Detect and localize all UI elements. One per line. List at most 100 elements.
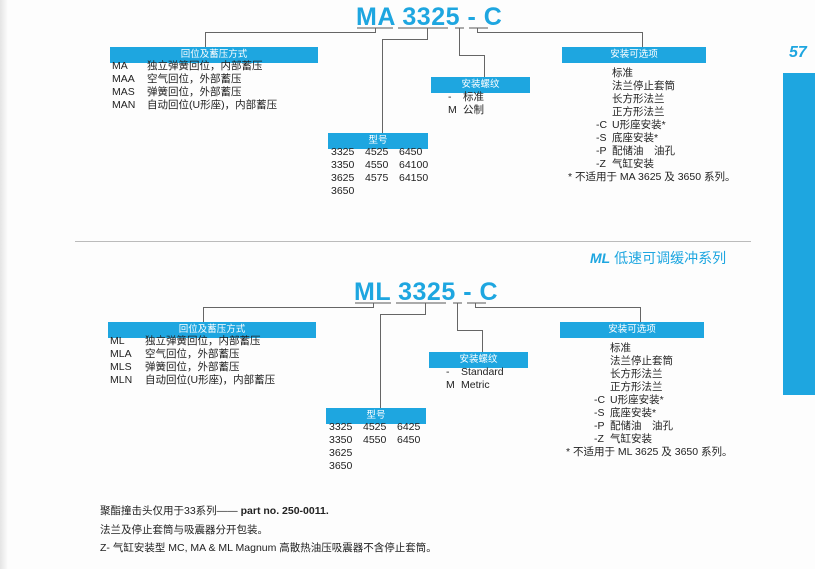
- page-number: 57: [789, 44, 807, 61]
- model-number: 6425: [397, 421, 421, 433]
- model-number: 4525: [363, 421, 387, 433]
- connector-line: [205, 32, 376, 33]
- ml-series-header: ML 低速可调缓冲系列: [590, 248, 726, 268]
- model-number: 4525: [365, 146, 389, 158]
- model-code-title: MA 3325 - C: [356, 3, 502, 32]
- connector-line: [475, 307, 641, 308]
- options-footnote: * 不适用于 ML 3625 及 3650 系列。: [566, 446, 733, 458]
- connector-line: [640, 307, 641, 322]
- connector-line: [482, 330, 483, 352]
- connector-line: [373, 303, 374, 308]
- return-type-header: 回位及蓄压方式: [108, 322, 316, 338]
- ml-series-code: ML: [590, 250, 611, 266]
- option-code: -Z: [594, 433, 604, 445]
- option-desc: 正方形法兰: [612, 106, 665, 118]
- thread-code: -: [446, 366, 450, 378]
- option-code: -P: [594, 420, 605, 432]
- option-desc: 气缸安装: [610, 433, 652, 445]
- option-desc: 长方形法兰: [612, 93, 665, 105]
- thread-header: 安装螺纹: [431, 77, 530, 93]
- connector-line: [427, 28, 428, 39]
- connector-line: [375, 28, 376, 33]
- option-desc: 标准: [610, 342, 631, 354]
- connector-line: [457, 330, 483, 331]
- model-number: 64150: [399, 172, 429, 184]
- model-number: 4550: [363, 434, 387, 446]
- note-3: Z- 气缸安装型 MC, MA & ML Magnum 高散热油压吸震器不含停止…: [100, 542, 437, 554]
- title-part: 3325: [402, 3, 461, 31]
- return-desc: 自动回位(U形座)，内部蓄压: [147, 99, 278, 111]
- return-desc: 自动回位(U形座)，内部蓄压: [145, 374, 276, 386]
- option-desc: 配储油 油孔: [610, 420, 673, 432]
- connector-line: [205, 32, 206, 47]
- thread-desc: 公制: [463, 104, 484, 116]
- connector-line: [425, 303, 426, 314]
- title-part: ML: [354, 278, 391, 306]
- note-1-text: 聚酯撞击头仅用于33系列——: [100, 505, 238, 517]
- option-code: -S: [596, 132, 607, 144]
- title-part: -: [467, 3, 477, 31]
- title-part: 3325: [398, 278, 456, 306]
- options-footnote: * 不适用于 MA 3625 及 3650 系列。: [568, 171, 736, 183]
- option-code: -Z: [596, 158, 606, 170]
- option-code: -C: [594, 394, 606, 406]
- model-number: 6450: [397, 434, 421, 446]
- model-number: 4550: [365, 159, 389, 171]
- thread-desc: 标准: [463, 91, 484, 103]
- model-number: 3350: [331, 159, 355, 171]
- return-code: MAS: [112, 86, 135, 98]
- thread-code: M: [446, 379, 455, 391]
- connector-line: [477, 28, 478, 33]
- title-part: -: [463, 278, 473, 306]
- option-code: -C: [596, 119, 608, 131]
- note-2: 法兰及停止套筒与吸震器分开包装。: [100, 524, 268, 536]
- page-edge-shadow: [0, 0, 8, 569]
- return-desc: 弹簧回位，外部蓄压: [145, 361, 240, 373]
- option-desc: 法兰停止套筒: [612, 80, 675, 92]
- code-underline: [469, 27, 488, 29]
- thread-header: 安装螺纹: [429, 352, 528, 368]
- connector-line: [457, 303, 458, 330]
- option-desc: 标准: [612, 67, 633, 79]
- ml-series-label: 低速可调缓冲系列: [614, 250, 727, 266]
- return-code: MAN: [112, 99, 136, 111]
- side-tab: [783, 73, 815, 395]
- option-desc: 法兰停止套筒: [610, 355, 673, 367]
- return-code: MAA: [112, 73, 135, 85]
- note-1-part: part no. 250-0011.: [240, 505, 329, 517]
- connector-line: [382, 39, 383, 133]
- model-number: 3650: [331, 185, 355, 197]
- return-desc: 空气回位，外部蓄压: [147, 73, 242, 85]
- model-code-title: ML 3325 - C: [354, 278, 498, 307]
- thread-desc: Metric: [461, 379, 490, 391]
- title-part: C: [479, 278, 499, 306]
- model-number: 3325: [331, 146, 355, 158]
- code-underline: [398, 27, 448, 29]
- model-number: 3650: [329, 460, 353, 472]
- return-code: MLS: [110, 361, 132, 373]
- return-code: MA: [112, 60, 128, 72]
- connector-line: [203, 307, 374, 308]
- thread-desc: Standard: [461, 366, 504, 378]
- model-number: 6450: [399, 146, 423, 158]
- option-desc: 正方形法兰: [610, 381, 663, 393]
- return-desc: 独立弹簧回位，内部蓄压: [145, 335, 261, 347]
- option-desc: 底座安装*: [612, 132, 659, 144]
- return-code: MLA: [110, 348, 132, 360]
- connector-line: [484, 55, 485, 77]
- option-desc: 底座安装*: [610, 407, 657, 419]
- option-code: -S: [594, 407, 605, 419]
- thread-code: M: [448, 104, 457, 116]
- model-number: 3325: [329, 421, 353, 433]
- return-code: MLN: [110, 374, 133, 386]
- connector-line: [380, 314, 426, 315]
- code-underline: [467, 302, 486, 304]
- option-desc: 配储油 油孔: [612, 145, 675, 157]
- model-header: 型号: [328, 133, 428, 149]
- connector-line: [477, 32, 643, 33]
- title-part: MA: [356, 3, 395, 31]
- connector-line: [203, 307, 204, 322]
- model-number: 3350: [329, 434, 353, 446]
